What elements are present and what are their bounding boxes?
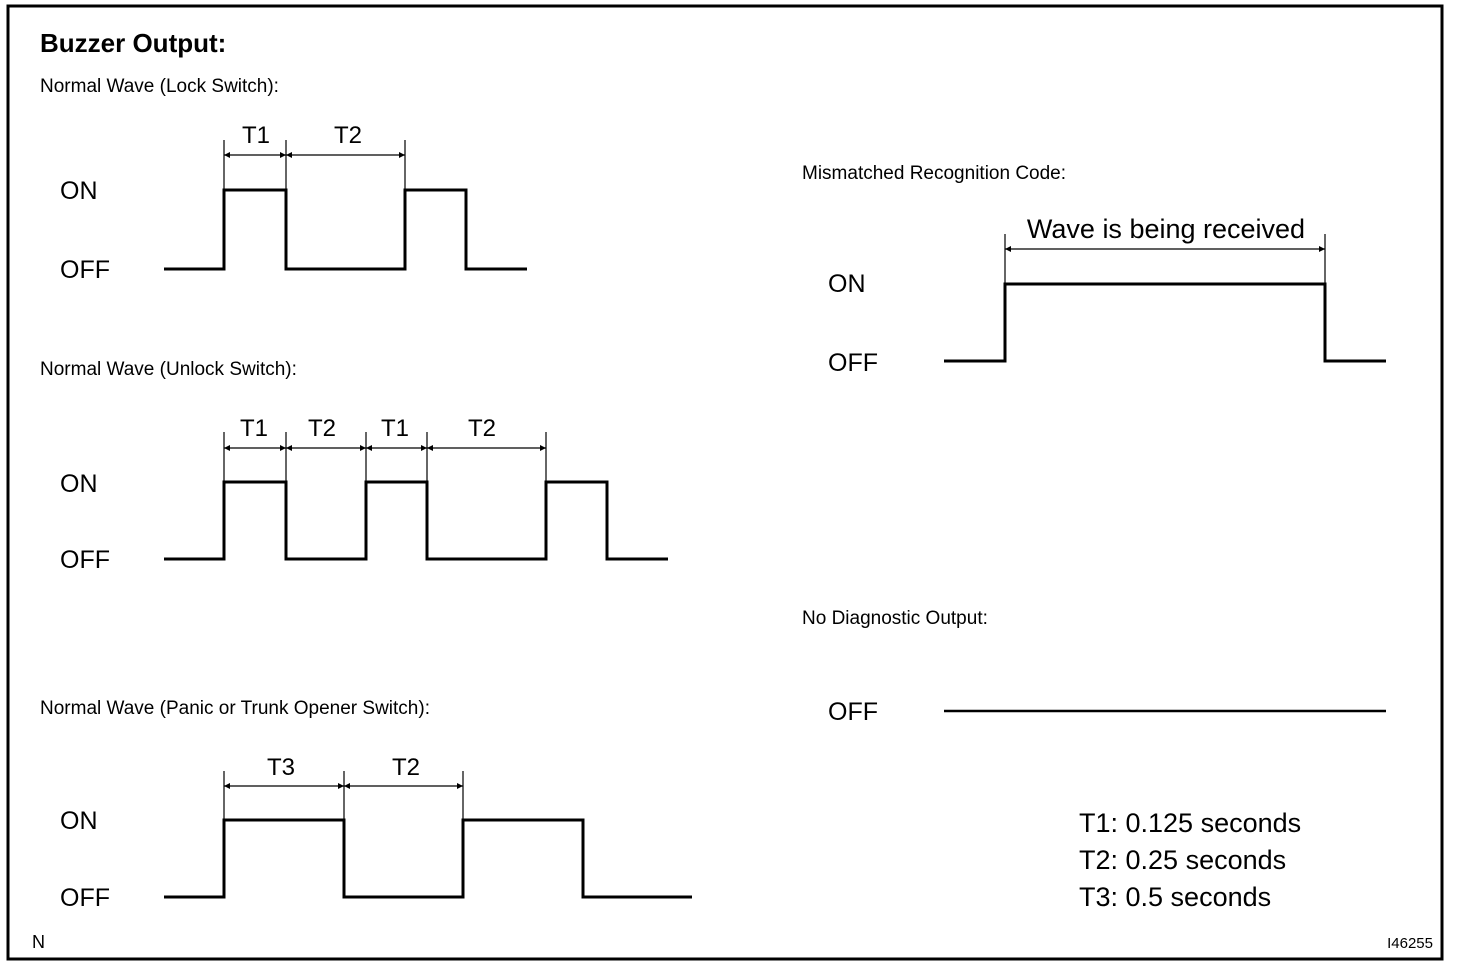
no-output-off-label: OFF <box>828 698 878 726</box>
mismatch-waveform <box>944 282 1386 363</box>
mismatch-on-label: ON <box>828 270 866 298</box>
lock-switch-diagram: Normal Wave (Lock Switch): T1 T2 ON OFF <box>40 76 527 284</box>
panic-segment-label-1: T3 <box>267 754 295 781</box>
unlock-on-label: ON <box>60 470 98 498</box>
unlock-segment-label-1: T1 <box>240 415 268 442</box>
mismatch-label: Mismatched Recognition Code: <box>802 163 1066 184</box>
mismatch-segment-label: Wave is being received <box>1027 214 1305 244</box>
lock-switch-label: Normal Wave (Lock Switch): <box>40 76 279 97</box>
unlock-switch-diagram: Normal Wave (Unlock Switch): T1 T2 T1 T2… <box>40 359 668 574</box>
lock-waveform <box>164 188 527 271</box>
legend-item-t2: T2: 0.25 seconds <box>1079 845 1286 875</box>
timing-legend: T1: 0.125 seconds T2: 0.25 seconds T3: 0… <box>1079 808 1301 912</box>
unlock-segment-label-3: T1 <box>381 415 409 442</box>
mismatch-off-label: OFF <box>828 349 878 377</box>
legend-item-t3: T3: 0.5 seconds <box>1079 882 1271 912</box>
lock-off-label: OFF <box>60 256 110 284</box>
unlock-waveform <box>164 480 668 561</box>
panic-switch-label: Normal Wave (Panic or Trunk Opener Switc… <box>40 698 430 719</box>
panic-on-label: ON <box>60 807 98 835</box>
no-output-diagram: No Diagnostic Output: OFF <box>802 608 1386 726</box>
no-output-label: No Diagnostic Output: <box>802 608 988 629</box>
mismatch-diagram: Mismatched Recognition Code: Wave is bei… <box>802 163 1386 377</box>
page-title: Buzzer Output: <box>40 28 226 58</box>
figure-code: I46255 <box>1387 935 1433 952</box>
panic-switch-diagram: Normal Wave (Panic or Trunk Opener Switc… <box>40 698 692 912</box>
unlock-switch-label: Normal Wave (Unlock Switch): <box>40 359 297 380</box>
lock-segment-label-1: T1 <box>242 122 270 149</box>
lock-on-label: ON <box>60 177 98 205</box>
panic-segment-label-2: T2 <box>392 754 420 781</box>
unlock-segment-label-4: T2 <box>468 415 496 442</box>
unlock-segment-label-2: T2 <box>308 415 336 442</box>
corner-mark: N <box>32 932 45 952</box>
legend-item-t1: T1: 0.125 seconds <box>1079 808 1301 838</box>
diagram-frame <box>6 4 1444 961</box>
lock-segment-label-2: T2 <box>334 122 362 149</box>
panic-waveform <box>164 818 692 899</box>
panic-off-label: OFF <box>60 884 110 912</box>
unlock-off-label: OFF <box>60 546 110 574</box>
